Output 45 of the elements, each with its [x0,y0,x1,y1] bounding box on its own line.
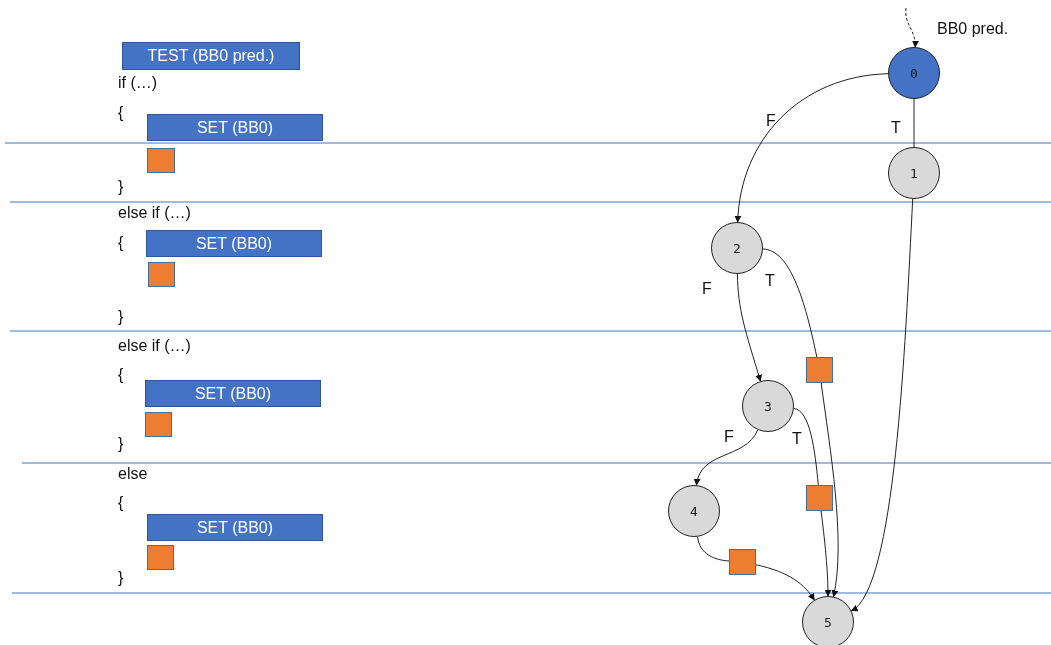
square-marker [806,485,833,511]
arrow [820,510,832,597]
arrow [905,7,919,48]
code-text: if (…) [118,74,158,92]
instruction-bar: TEST (BB0 pred.) [122,42,300,70]
instruction-bar: SET (BB0) [147,514,323,541]
instruction-bar: SET (BB0) [145,380,321,407]
arrow [736,273,762,382]
arrow [755,564,815,601]
code-text: { [118,366,124,384]
code-text: else if (…) [118,337,191,355]
edge-label: T [792,430,802,448]
code-text: } [118,178,124,196]
arrow [851,198,914,612]
node-circle: 1 [888,147,940,199]
arrow [734,73,889,223]
edge-label: F [702,280,712,298]
node-circle: 3 [742,380,794,432]
code-text: { [118,234,124,252]
code-text: } [118,569,124,587]
edge-label: T [891,119,901,137]
node-circle: 0 [888,47,940,99]
edge-label: T [765,272,775,290]
edge-label: F [766,112,776,130]
code-text: else if (…) [118,204,191,222]
instruction-bar: SET (BB0) [147,114,323,141]
square-marker [147,545,174,570]
annotation-text: BB0 pred. [937,20,1009,38]
edge-label: F [724,428,734,446]
code-text: { [118,104,124,122]
arrow [694,429,759,486]
code-text: } [118,435,124,453]
arrow [820,382,839,598]
node-circle: 2 [711,222,763,274]
node-circle: 5 [802,596,854,645]
square-marker [147,148,175,173]
node-circle: 4 [668,485,720,537]
square-marker [145,412,172,437]
code-text: else [118,465,148,483]
code-text: { [118,494,124,512]
square-marker [148,262,175,287]
square-marker [806,357,833,383]
code-text: } [118,308,124,326]
square-marker [729,549,756,575]
instruction-bar: SET (BB0) [146,230,322,257]
